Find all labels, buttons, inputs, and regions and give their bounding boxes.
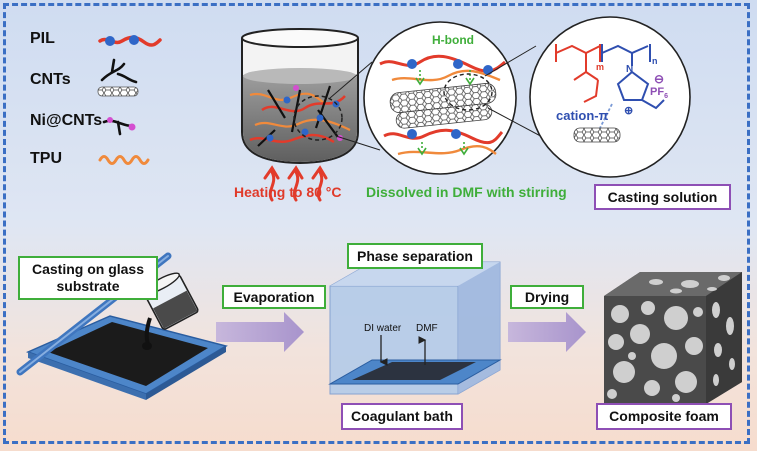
evaporation-box: Evaporation (222, 285, 326, 309)
casting-solution-box: Casting solution (594, 184, 731, 210)
chem-anion: PF6 (650, 86, 668, 100)
dmf-label: DMF (416, 323, 438, 334)
coagulant-bath (328, 261, 502, 395)
composite-foam-box: Composite foam (596, 403, 732, 430)
phase-separation-box: Phase separation (347, 243, 483, 269)
legend-cnts-icon (97, 58, 139, 97)
dissolved-label: Dissolved in DMF with stirring (366, 184, 567, 200)
chem-subscript-n: n (652, 56, 658, 66)
legend-label-cnts: CNTs (30, 71, 71, 88)
chem-anion-sub: 6 (664, 93, 668, 101)
legend-label-ni-cnts: Ni@CNTs (30, 112, 103, 129)
legend-label-tpu: TPU (30, 150, 62, 167)
coagulant-bath-box: Coagulant bath (341, 403, 463, 430)
beaker (241, 28, 381, 165)
process-arrow-2 (508, 312, 586, 352)
zoom-circle-hbond (363, 21, 549, 175)
heating-arrows (263, 165, 328, 202)
cation-pi-label: cation-π (556, 108, 609, 123)
legend-label-pil: PIL (30, 30, 55, 47)
chem-anion-base: PF (650, 86, 665, 98)
chem-anion-minus: ⊖ (654, 72, 665, 86)
hbond-label: H-bond (432, 33, 474, 47)
di-water-label: DI water (364, 323, 402, 334)
zoom-circle-chemistry (529, 16, 691, 178)
casting-step-box: Casting on glass substrate (18, 256, 158, 300)
chem-nitrogen: N (626, 64, 634, 75)
process-arrow-1 (216, 312, 304, 352)
legend-pil-icon (98, 35, 162, 47)
composite-foam (604, 272, 742, 404)
drying-box: Drying (510, 285, 584, 309)
legend-ni-cnts-icon (102, 117, 136, 136)
chem-cation-plus: ⊕ (624, 105, 634, 117)
heating-label: Heating to 80 °C (234, 184, 342, 200)
chem-subscript-m: m (596, 62, 605, 72)
legend-tpu-icon (98, 155, 150, 165)
